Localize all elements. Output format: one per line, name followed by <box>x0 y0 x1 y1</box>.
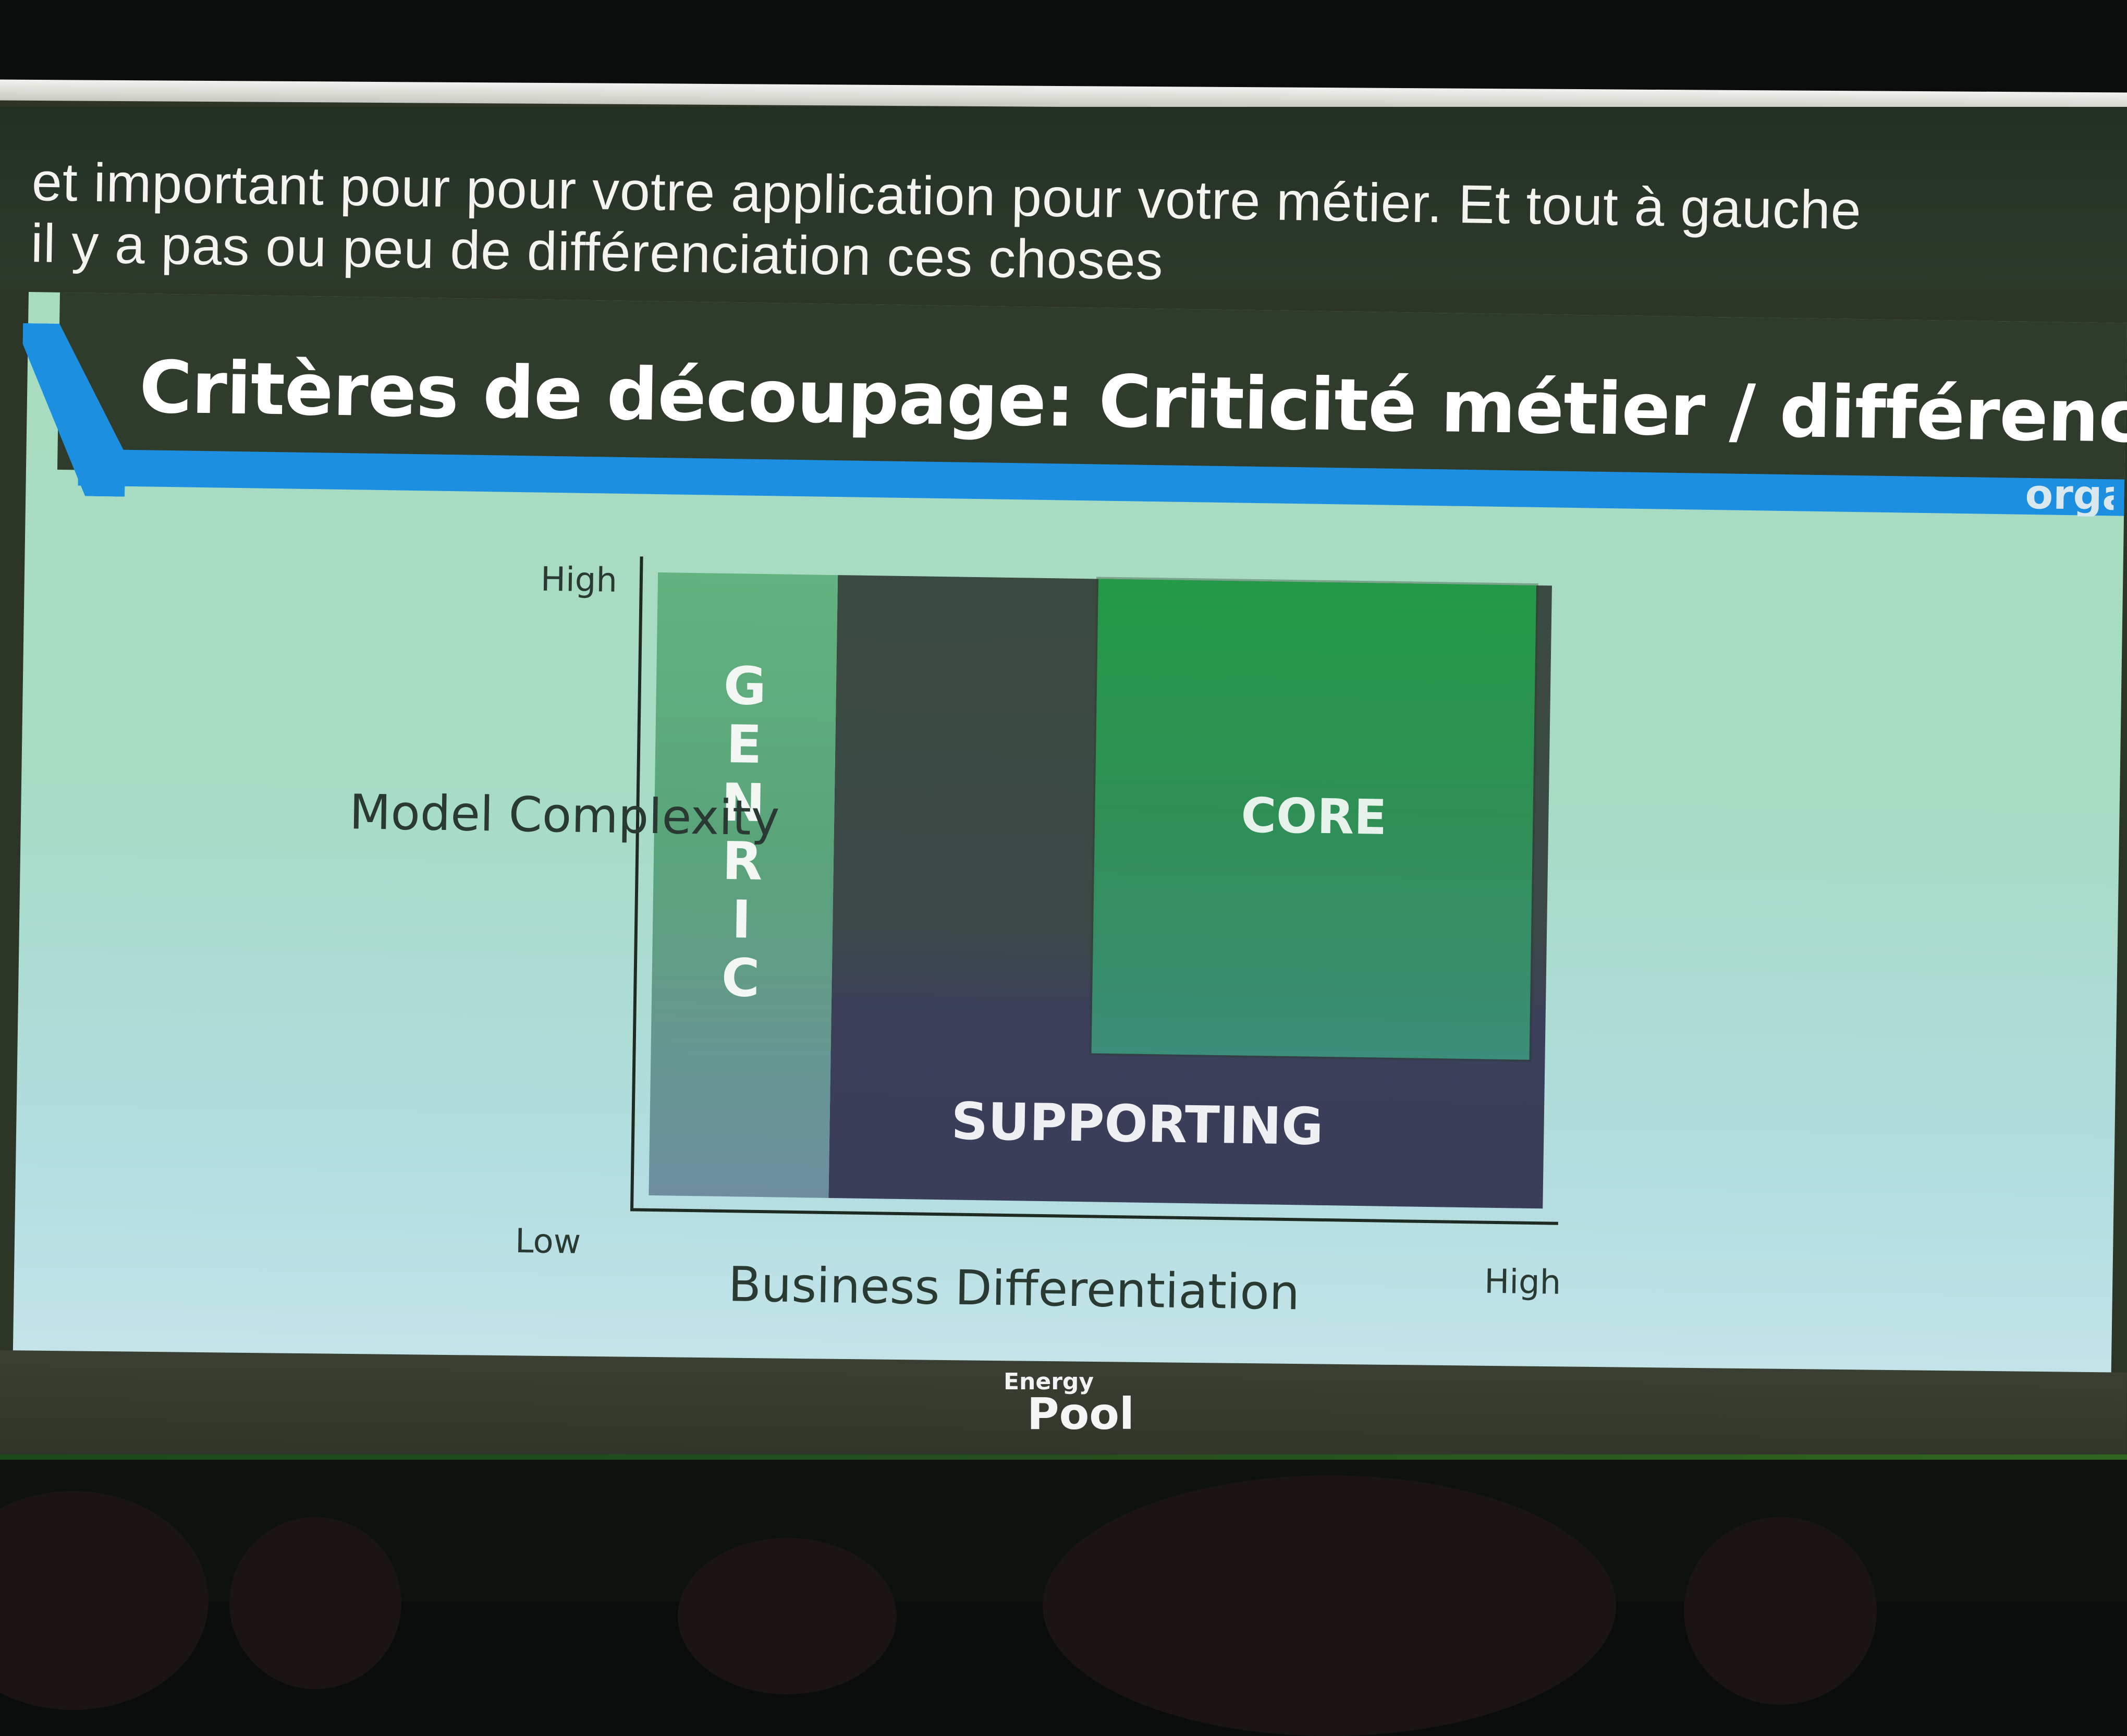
generic-letter: C <box>721 947 761 1009</box>
photo-scene: et important pour pour votre application… <box>0 79 2127 1736</box>
audience-silhouettes <box>0 1460 2127 1736</box>
y-axis-line <box>630 556 643 1208</box>
x-axis-line <box>630 1208 1558 1225</box>
audience-head <box>678 1538 897 1694</box>
slide: Critères de découpage: Criticité métier … <box>13 292 2127 1397</box>
generic-letter: G <box>723 655 767 717</box>
logo-text-pool: Pool <box>1027 1388 1134 1439</box>
y-axis-high-label: High <box>540 560 618 600</box>
y-axis-title: Model Complexity <box>349 784 780 847</box>
axis-low-label: Low <box>515 1222 581 1262</box>
slide-corner-text: orga <box>2025 473 2114 517</box>
audience-head <box>1043 1475 1616 1736</box>
audience-head <box>0 1491 209 1710</box>
logo-text-energy: Energy <box>1004 1368 1094 1395</box>
caption-band <box>0 107 2127 289</box>
generic-letter: E <box>726 713 763 775</box>
audience-head <box>1684 1517 1877 1705</box>
x-axis-high-label: High <box>1484 1262 1561 1302</box>
generic-letter: I <box>731 889 752 950</box>
energy-pool-logo: Energy Pool <box>996 1368 1163 1457</box>
audience-head <box>229 1517 401 1689</box>
core-label: CORE <box>1240 787 1387 846</box>
supporting-label: SUPPORTING <box>950 1092 1324 1157</box>
x-axis-title: Business Differentiation <box>728 1256 1300 1321</box>
